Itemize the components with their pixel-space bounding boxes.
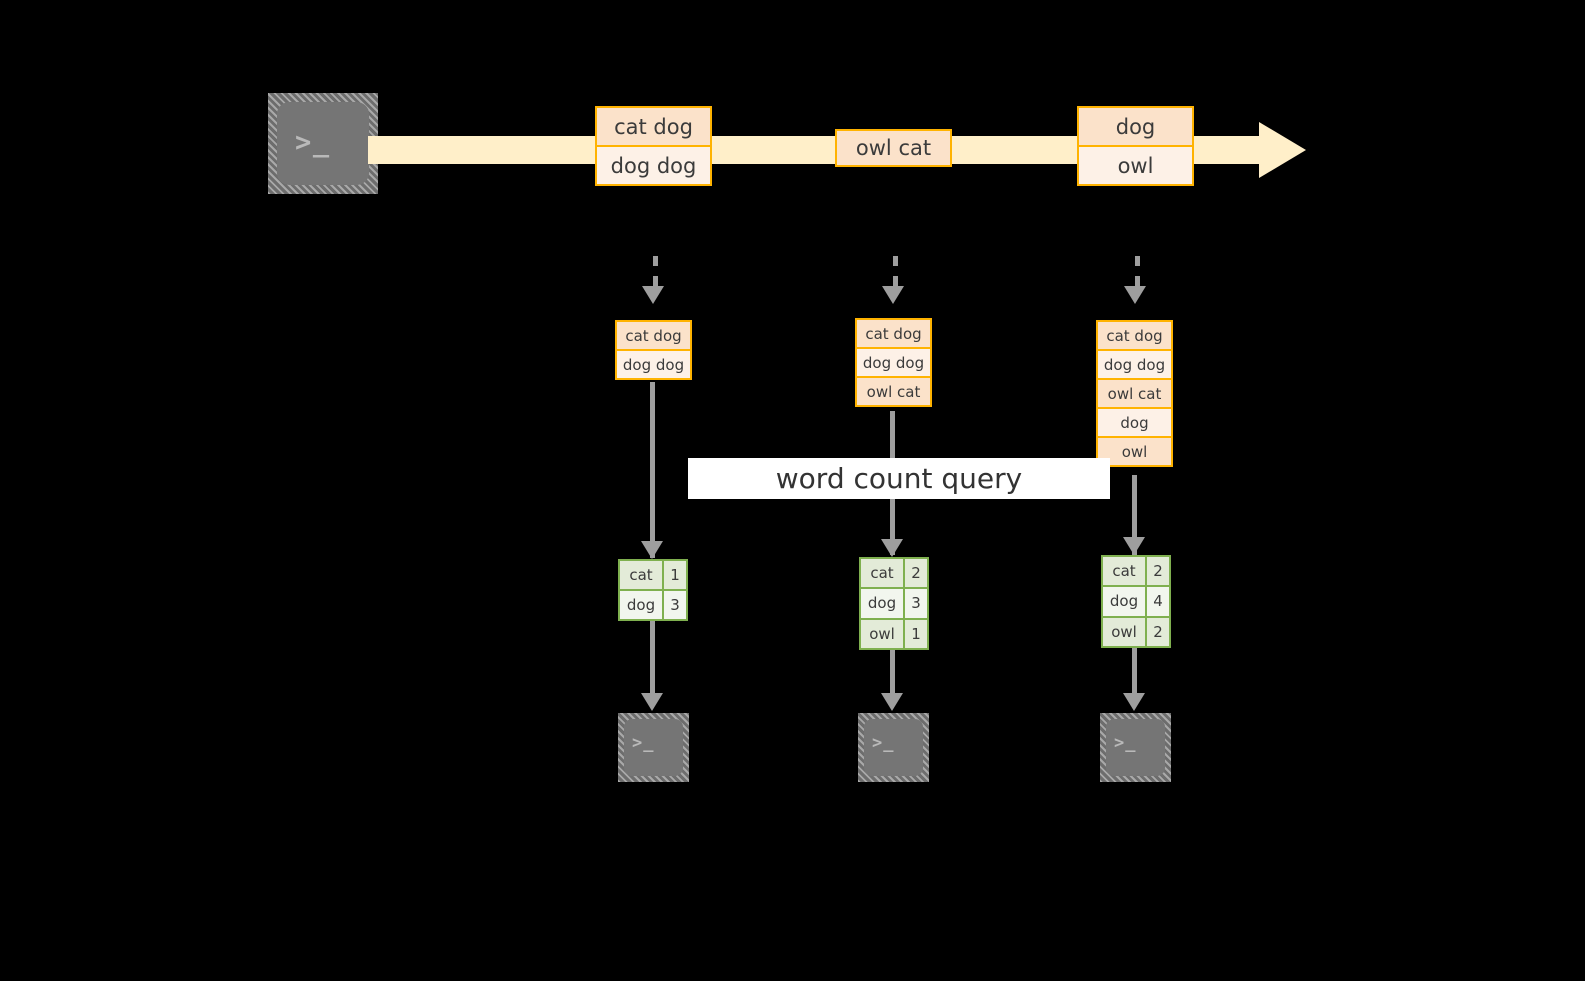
terminal-face <box>277 102 369 185</box>
consumer-terminal-icon-2: >_ <box>858 713 929 782</box>
event-stream-arrowhead <box>1259 122 1306 178</box>
snapshot-message[interactable]: owl cat <box>1096 378 1173 409</box>
table-cell-word: cat <box>861 559 905 588</box>
snapshot-message[interactable]: dog <box>1096 407 1173 438</box>
result-to-consumer-connector-3 <box>1132 648 1137 693</box>
table-cell-count: 2 <box>1147 617 1169 646</box>
consumer-terminal-icon-1: >_ <box>618 713 689 782</box>
terminal-prompt-glyph: >_ <box>872 733 895 753</box>
table-row[interactable]: dog 4 <box>1103 585 1169 616</box>
snapshot-to-result-connector-3 <box>1132 475 1137 555</box>
table-cell-count: 4 <box>1147 587 1169 616</box>
table-cell-count: 2 <box>1147 557 1169 586</box>
snapshot-2-result-table[interactable]: cat 2 dog 3 owl 1 <box>859 557 929 650</box>
snapshot-to-result-arrowhead-3 <box>1123 537 1145 555</box>
snapshot-message[interactable]: cat dog <box>855 318 932 349</box>
table-cell-count: 1 <box>664 561 686 589</box>
snapshot-message[interactable]: dog dog <box>1096 349 1173 380</box>
snapshot-message[interactable]: owl cat <box>855 376 932 407</box>
terminal-face <box>1106 719 1165 776</box>
table-cell-word: cat <box>1103 557 1147 586</box>
snapshot-to-result-connector-1 <box>650 382 655 558</box>
table-cell-count: 2 <box>905 559 927 588</box>
table-row[interactable]: cat 2 <box>1103 557 1169 586</box>
stream-to-snapshot-connector-3 <box>1135 256 1140 286</box>
table-row[interactable]: cat 1 <box>620 561 686 589</box>
stream-message[interactable]: cat dog <box>595 106 712 147</box>
snapshot-1-result-table[interactable]: cat 1 dog 3 <box>618 559 688 621</box>
stream-to-snapshot-connector-1 <box>653 256 658 286</box>
snapshot-to-result-arrowhead-2 <box>881 539 903 557</box>
table-row[interactable]: dog 3 <box>620 589 686 619</box>
stream-message-group-3[interactable]: dog owl <box>1077 106 1194 186</box>
snapshot-2-messages[interactable]: cat dog dog dog owl cat <box>855 318 932 407</box>
table-cell-count: 3 <box>664 591 686 619</box>
table-cell-word: owl <box>1103 617 1147 646</box>
stream-to-snapshot-arrowhead-2 <box>882 286 904 304</box>
table-cell-count: 1 <box>905 619 927 648</box>
query-label-band: word count query <box>688 458 1110 499</box>
snapshot-1-messages[interactable]: cat dog dog dog <box>615 320 692 380</box>
terminal-prompt-glyph: >_ <box>295 127 331 158</box>
table-cell-word: dog <box>1103 587 1147 616</box>
table-row[interactable]: dog 3 <box>861 587 927 618</box>
stream-message-group-2[interactable]: owl cat <box>835 129 952 167</box>
snapshot-3-result-table[interactable]: cat 2 dog 4 owl 2 <box>1101 555 1171 648</box>
table-cell-count: 3 <box>905 589 927 618</box>
snapshot-message[interactable]: dog dog <box>615 349 692 380</box>
stream-message[interactable]: dog <box>1077 106 1194 147</box>
snapshot-message[interactable]: dog dog <box>855 347 932 378</box>
table-row[interactable]: owl 2 <box>1103 615 1169 646</box>
stream-message[interactable]: dog dog <box>595 145 712 186</box>
consumer-terminal-icon-3: >_ <box>1100 713 1171 782</box>
stream-to-snapshot-arrowhead-3 <box>1124 286 1146 304</box>
terminal-prompt-glyph: >_ <box>632 733 655 753</box>
table-cell-word: dog <box>861 589 905 618</box>
snapshot-message[interactable]: cat dog <box>1096 320 1173 351</box>
table-row[interactable]: cat 2 <box>861 559 927 588</box>
table-cell-word: dog <box>620 591 664 619</box>
result-to-consumer-connector-1 <box>650 621 655 693</box>
terminal-face <box>864 719 923 776</box>
table-cell-word: owl <box>861 619 905 648</box>
snapshot-3-messages[interactable]: cat dog dog dog owl cat dog owl <box>1096 320 1173 467</box>
stream-message[interactable]: owl <box>1077 145 1194 186</box>
result-to-consumer-arrowhead-1 <box>641 693 663 711</box>
result-to-consumer-arrowhead-3 <box>1123 693 1145 711</box>
stream-message-group-1[interactable]: cat dog dog dog <box>595 106 712 186</box>
terminal-prompt-glyph: >_ <box>1114 733 1137 753</box>
table-cell-word: cat <box>620 561 664 589</box>
snapshot-message[interactable]: cat dog <box>615 320 692 351</box>
result-to-consumer-connector-2 <box>890 650 895 693</box>
stream-message[interactable]: owl cat <box>835 129 952 167</box>
snapshot-to-result-arrowhead-1 <box>641 541 663 559</box>
stream-to-snapshot-arrowhead-1 <box>642 286 664 304</box>
terminal-face <box>624 719 683 776</box>
producer-terminal-icon: >_ <box>268 93 378 194</box>
result-to-consumer-arrowhead-2 <box>881 693 903 711</box>
stream-to-snapshot-connector-2 <box>893 256 898 286</box>
snapshot-message[interactable]: owl <box>1096 436 1173 467</box>
table-row[interactable]: owl 1 <box>861 617 927 648</box>
